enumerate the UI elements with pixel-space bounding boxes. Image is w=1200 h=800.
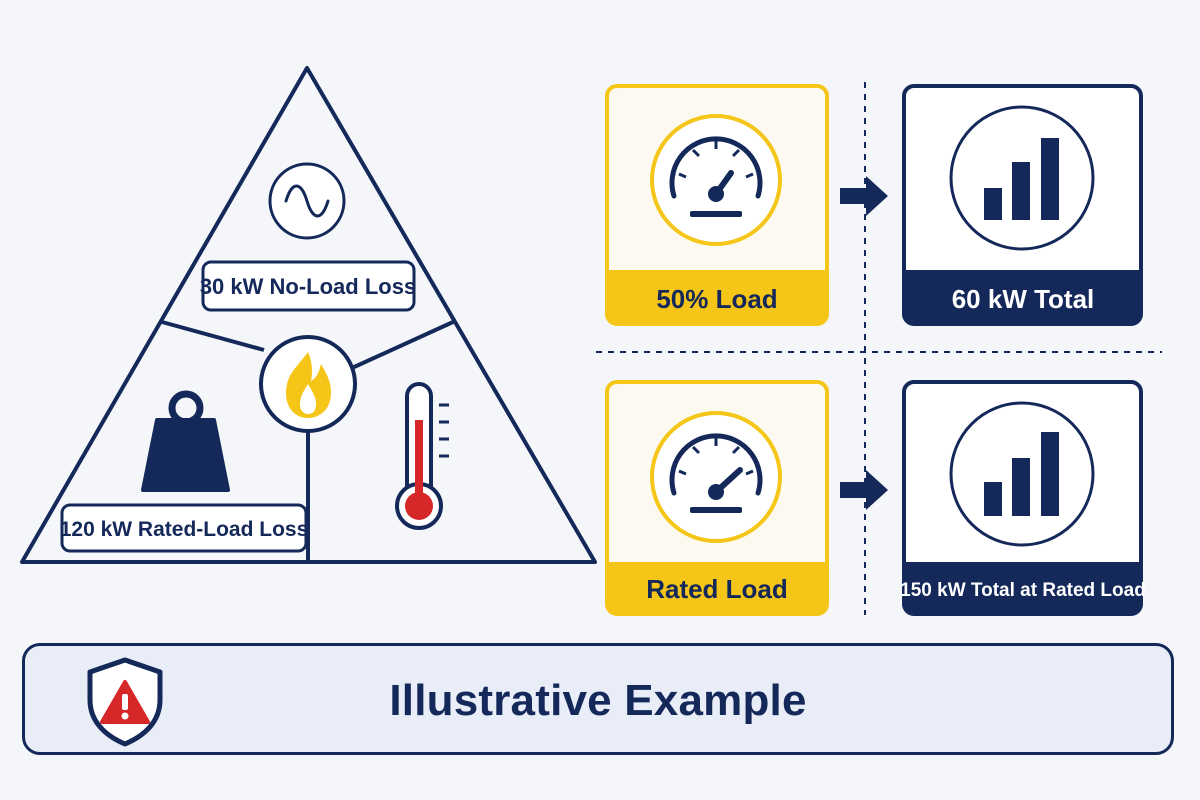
load-label-50: 50% Load: [656, 284, 777, 314]
gauge-icon: [650, 411, 782, 543]
flame-icon: [259, 335, 357, 433]
rated-load-loss-text: 120 kW Rated-Load Loss: [60, 518, 309, 541]
no-load-loss-text: 30 kW No-Load Loss: [200, 274, 416, 299]
result-label-60: 60 kW Total: [952, 284, 1095, 314]
arrow-right-icon: [840, 470, 888, 510]
gauge-icon: [650, 114, 782, 246]
illustrative-banner: Illustrative Example: [22, 643, 1174, 755]
result-card-150: 150 kW Total at Rated Load: [900, 380, 1146, 616]
divider-right: [351, 320, 454, 370]
load-label-rated: Rated Load: [646, 574, 788, 604]
bar-chart-icon: [949, 105, 1095, 251]
loss-triangle: 30 kW No-Load Loss 120 kW Rated-: [20, 66, 597, 564]
bar-chart-icon: [949, 401, 1095, 547]
arrow-right-icon: [840, 176, 888, 216]
thermometer-icon: [395, 382, 449, 530]
result-card-60: 60 kW Total: [902, 84, 1143, 326]
weight-icon: [141, 390, 230, 492]
rated-load-loss-label: 120 kW Rated-Load Loss: [60, 503, 309, 553]
load-card-50: 50% Load: [605, 84, 829, 326]
divider-left: [161, 320, 265, 352]
result-label-150: 150 kW Total at Rated Load: [900, 580, 1146, 601]
sine-wave-icon: [268, 162, 346, 240]
load-card-rated: Rated Load: [605, 380, 829, 616]
warning-shield-icon: [87, 657, 163, 747]
banner-title: Illustrative Example: [389, 676, 807, 725]
no-load-loss-label: 30 kW No-Load Loss: [200, 260, 416, 312]
